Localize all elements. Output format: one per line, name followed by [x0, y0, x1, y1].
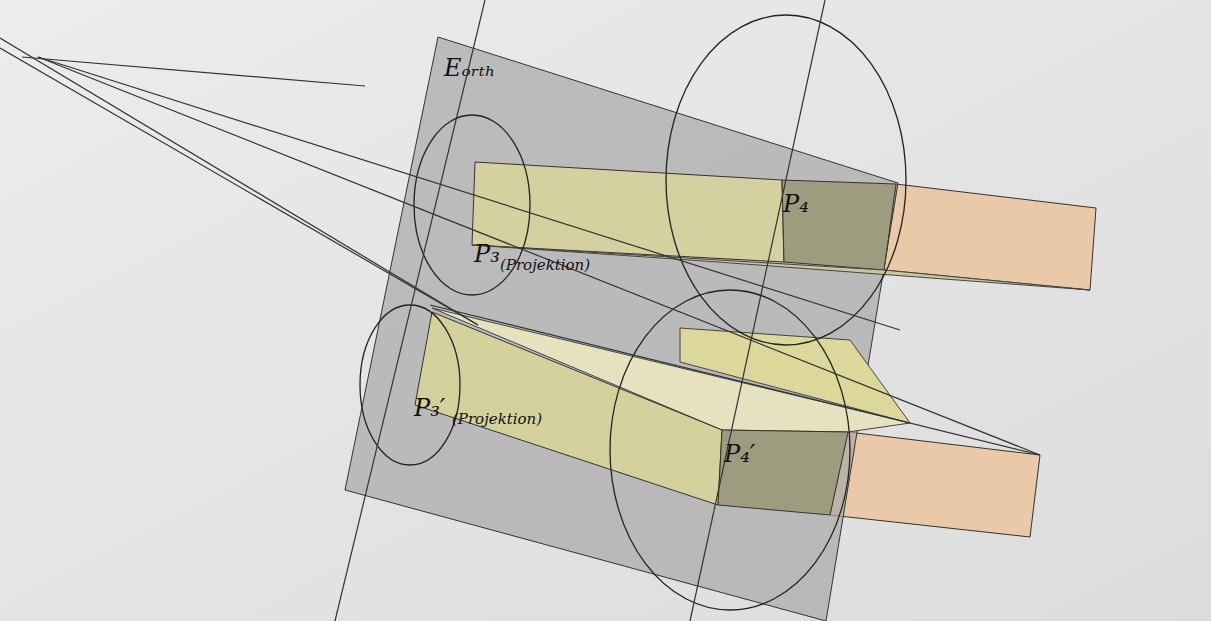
point-label: P₃ — [474, 242, 500, 266]
subscript-note: (Projektion) — [500, 258, 590, 273]
plane-label: Eₒᵣₜₕ — [444, 56, 495, 80]
point-label: P₄ — [783, 192, 809, 216]
subscript-note: (Projektion) — [452, 412, 542, 427]
point-label: P₄′ — [724, 442, 755, 466]
point-label: P₃′ — [414, 396, 445, 420]
